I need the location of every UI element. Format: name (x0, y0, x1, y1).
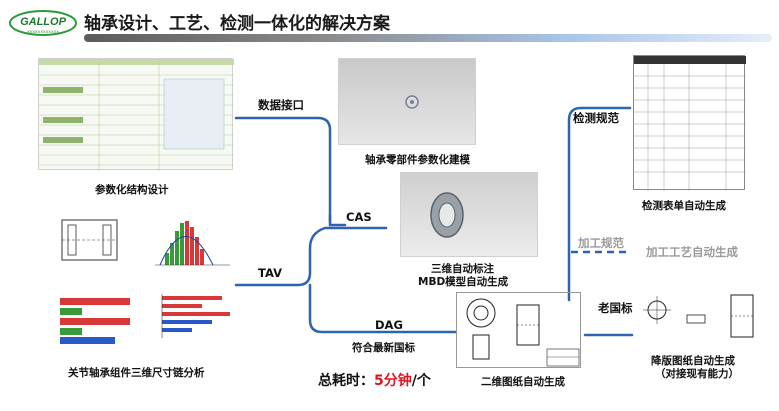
caption-param-model: 轴承零部件参数化建模 (365, 154, 470, 166)
label-dag: DAG (375, 318, 403, 332)
total-time-value: 5分钟 (374, 373, 412, 389)
logo-text: GALLOP (20, 16, 66, 28)
bearing-modeling-image (338, 58, 476, 145)
caption-downgrade-line2: （对接现有能力） (655, 368, 739, 380)
parametric-design-table-image (38, 58, 234, 171)
caption-mbd-line2: MBD模型自动生成 (418, 276, 509, 288)
caption-param-design: 参数化结构设计 (95, 184, 169, 196)
logo-subtext: XXXXXXXXXXXX (27, 29, 59, 34)
label-cas: CAS (346, 210, 372, 224)
caption-process-gen: 加工工艺自动生成 (646, 245, 738, 259)
bearing-section-image (54, 215, 129, 265)
title-underline-bar (84, 34, 772, 42)
bar-chart-right-image (150, 290, 235, 345)
total-time: 总耗时：5分钟/个 (318, 370, 431, 390)
page-title: 轴承设计、工艺、检测一体化的解决方案 (84, 14, 390, 34)
caption-mbd-line1: 三维自动标注 (431, 263, 494, 275)
label-process-spec: 加工规范 (578, 236, 624, 250)
total-time-prefix: 总耗时： (318, 373, 374, 389)
caption-downgrade-line1: 降版图纸自动生成 (651, 355, 735, 367)
label-tav: TAV (258, 266, 282, 280)
total-time-suffix: /个 (411, 373, 431, 389)
gallop-logo: GALLOP XXXXXXXXXXXX (8, 8, 78, 38)
mbd-model-image (400, 172, 538, 257)
label-data-interface: 数据接口 (258, 98, 304, 112)
drawing-2d-image (456, 292, 581, 368)
label-inspection-spec: 检测规范 (573, 111, 619, 125)
caption-inspection-form: 检测表单自动生成 (642, 200, 726, 212)
caption-drawing-2d: 二维图纸自动生成 (481, 376, 565, 388)
bar-chart-left-image (52, 290, 134, 345)
histogram-image (145, 213, 240, 273)
caption-new-standard: 符合最新国标 (352, 342, 415, 354)
label-old-standard: 老国标 (598, 301, 633, 315)
caption-dim-chain: 关节轴承组件三维尺寸链分析 (68, 367, 205, 379)
inspection-form-image (633, 55, 746, 191)
downgrade-drawing-image (635, 285, 770, 345)
